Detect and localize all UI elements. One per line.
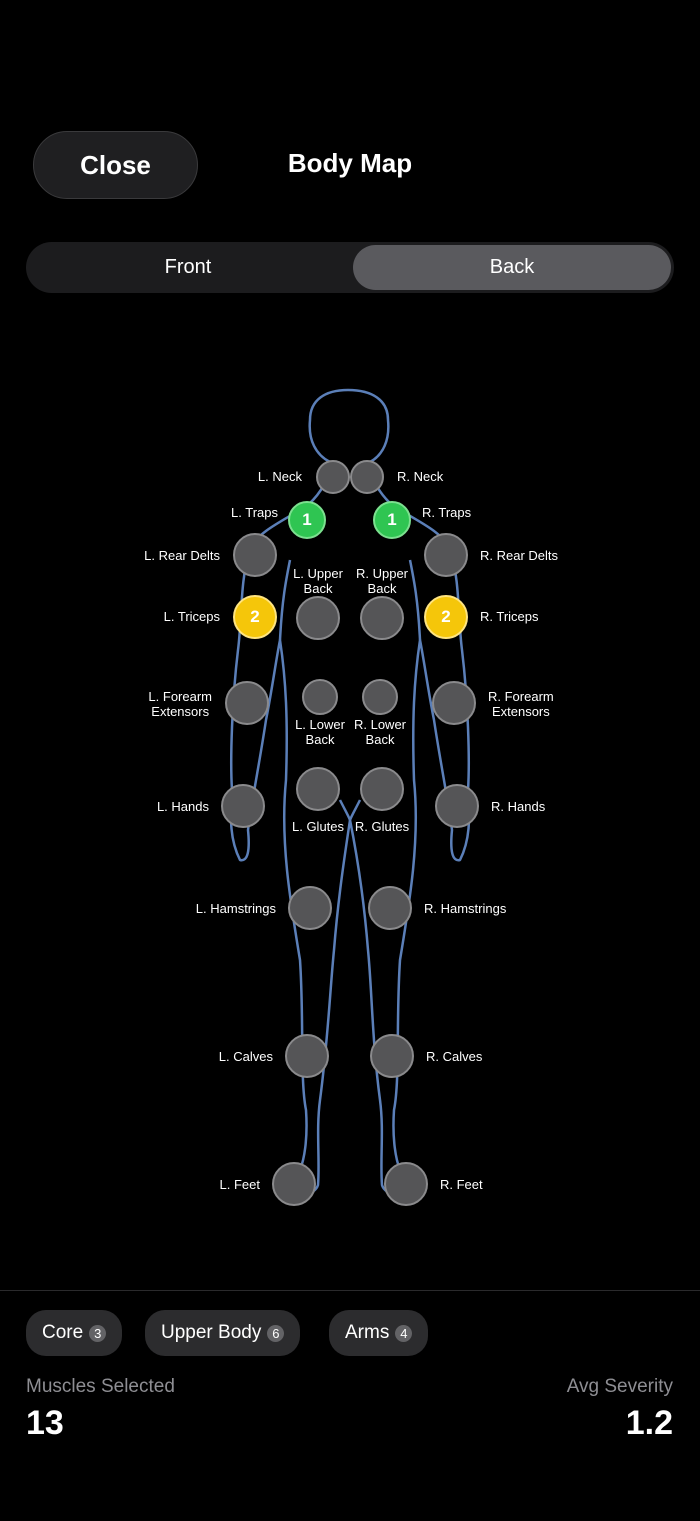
page-title: Body Map xyxy=(287,148,413,178)
marker-label: R. Hamstrings xyxy=(424,901,507,917)
close-button[interactable]: Close xyxy=(33,131,198,199)
marker-r-neck[interactable] xyxy=(350,460,384,494)
marker-label: L. Hamstrings xyxy=(195,901,276,917)
marker-label: L. Neck xyxy=(257,469,302,485)
marker-l-lower-back[interactable] xyxy=(302,679,338,715)
marker-label: L. Hands xyxy=(156,799,209,815)
marker-label: R. Traps xyxy=(422,505,472,521)
marker-l-glutes[interactable] xyxy=(296,767,340,811)
avg-severity-value: 1.2 xyxy=(625,1404,673,1442)
marker-label: R. Neck xyxy=(397,469,444,485)
marker-label: L. Forearm Extensors xyxy=(148,688,212,720)
marker-label: R. Hands xyxy=(491,799,546,815)
marker-label: R. Feet xyxy=(440,1177,483,1193)
marker-l-feet[interactable] xyxy=(272,1162,316,1206)
marker-label: R. Triceps xyxy=(480,609,539,625)
muscles-selected-label: Muscles Selected xyxy=(26,1376,175,1397)
chip-core[interactable]: Core 3 xyxy=(26,1310,123,1356)
marker-r-hands[interactable] xyxy=(435,784,479,828)
marker-l-forearm-extensors[interactable] xyxy=(225,681,269,725)
chip-upper-body[interactable]: Upper Body 6 xyxy=(145,1310,301,1356)
avg-severity-label: Avg Severity xyxy=(566,1376,673,1397)
marker-l-hands[interactable] xyxy=(221,784,265,828)
severity-value: 1 xyxy=(302,510,312,529)
segment-front[interactable]: Front xyxy=(164,256,212,278)
marker-label: R. Upper Back xyxy=(355,565,409,597)
marker-l-triceps[interactable]: 2 xyxy=(233,595,277,639)
severity-value: 1 xyxy=(387,510,397,529)
marker-label: L. Upper Back xyxy=(293,565,343,597)
marker-label: L. Rear Delts xyxy=(144,548,220,564)
marker-r-forearm-extensors[interactable] xyxy=(432,681,476,725)
marker-l-rear-delts[interactable] xyxy=(233,533,277,577)
marker-r-lower-back[interactable] xyxy=(362,679,398,715)
view-segmented-control: Front Back xyxy=(26,242,674,293)
marker-l-upper-back[interactable] xyxy=(296,596,340,640)
marker-r-upper-back[interactable] xyxy=(360,596,404,640)
marker-label: R. Lower Back xyxy=(353,716,407,748)
severity-value: 2 xyxy=(250,607,260,626)
marker-l-neck[interactable] xyxy=(316,460,350,494)
chip-label: Arms xyxy=(345,1322,390,1343)
marker-r-rear-delts[interactable] xyxy=(424,533,468,577)
marker-r-feet[interactable] xyxy=(384,1162,428,1206)
severity-value: 2 xyxy=(441,607,451,626)
chip-arms[interactable]: Arms 4 xyxy=(329,1310,429,1356)
chip-label: Core xyxy=(42,1322,84,1343)
marker-label: R. Rear Delts xyxy=(480,548,559,564)
marker-label: L. Glutes xyxy=(291,819,345,835)
marker-r-traps[interactable]: 1 xyxy=(373,501,411,539)
chip-count-badge: 4 xyxy=(395,1324,413,1342)
marker-label: L. Feet xyxy=(219,1177,260,1193)
segment-back[interactable]: Back xyxy=(353,245,671,290)
body-outline xyxy=(229,388,471,1200)
marker-label: R. Glutes xyxy=(354,819,410,835)
muscles-selected-value: 13 xyxy=(26,1404,64,1442)
marker-label: L. Triceps xyxy=(163,609,220,625)
marker-l-calves[interactable] xyxy=(285,1034,329,1078)
marker-r-calves[interactable] xyxy=(370,1034,414,1078)
marker-label: R. Forearm Extensors xyxy=(488,688,554,720)
marker-r-triceps[interactable]: 2 xyxy=(424,595,468,639)
marker-l-traps[interactable]: 1 xyxy=(288,501,326,539)
marker-label: L. Lower Back xyxy=(295,716,345,748)
chip-count-badge: 6 xyxy=(267,1324,285,1342)
marker-l-hamstrings[interactable] xyxy=(288,886,332,930)
divider xyxy=(0,1290,700,1291)
marker-r-hamstrings[interactable] xyxy=(368,886,412,930)
marker-r-glutes[interactable] xyxy=(360,767,404,811)
marker-label: R. Calves xyxy=(426,1049,483,1065)
chip-label: Upper Body xyxy=(161,1322,262,1343)
chip-count-badge: 3 xyxy=(89,1324,107,1342)
marker-label: L. Traps xyxy=(231,505,278,521)
marker-label: L. Calves xyxy=(218,1049,273,1065)
